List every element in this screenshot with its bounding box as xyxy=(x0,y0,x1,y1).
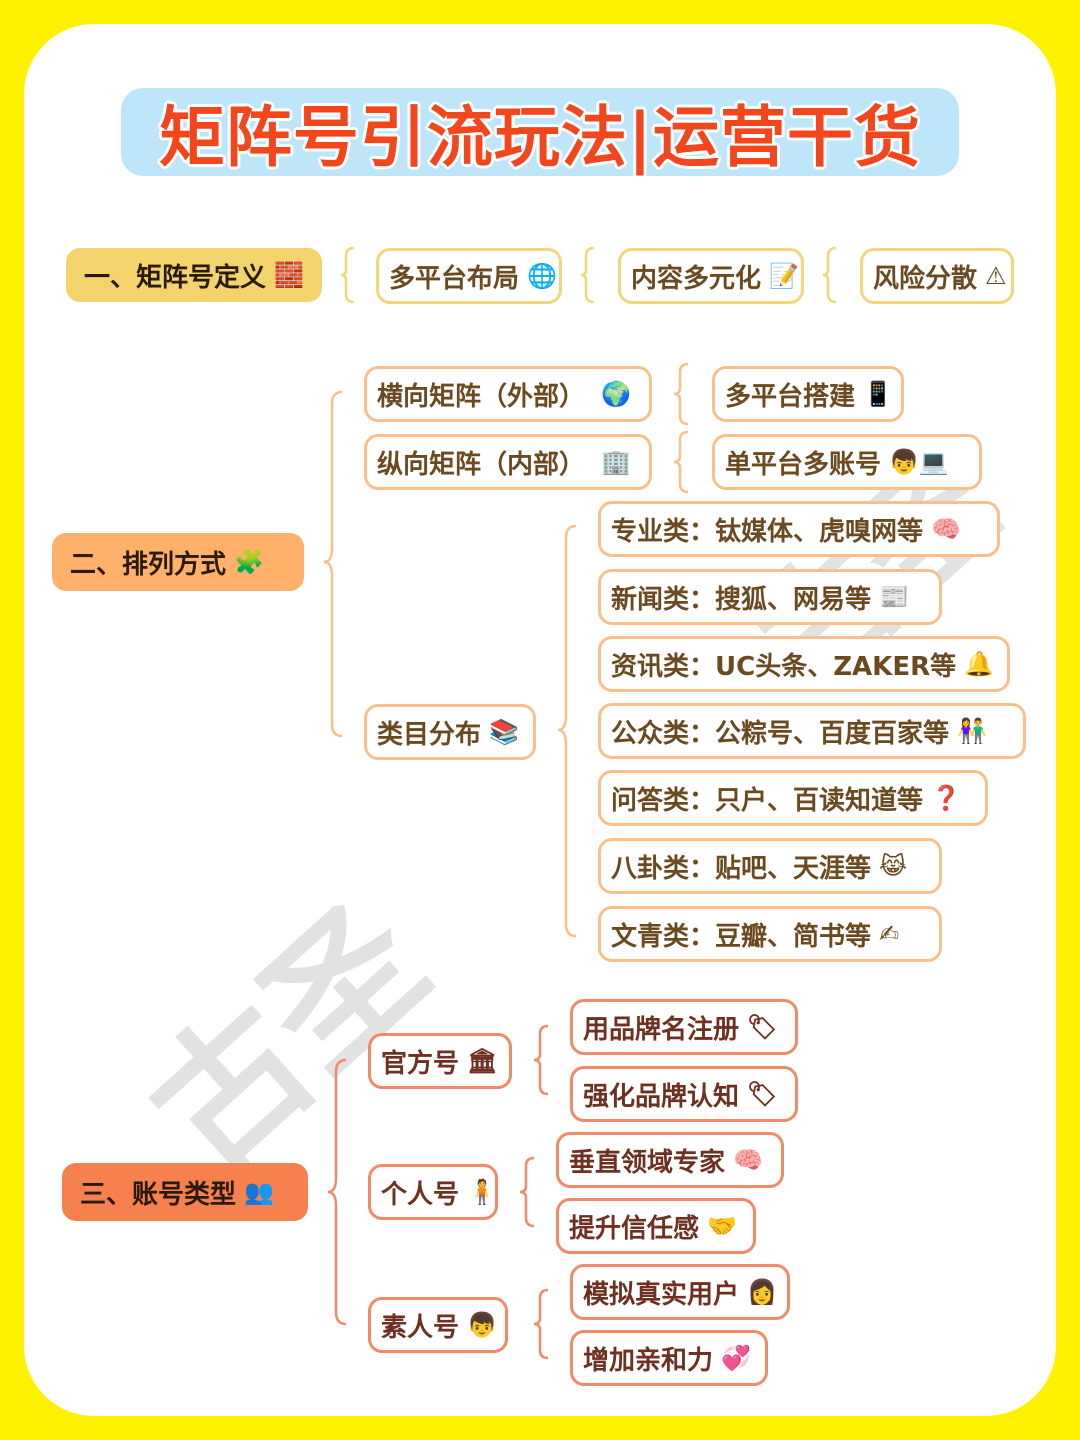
section-arrangement-label: 二、排列方式 xyxy=(70,549,227,580)
branch-vertical-matrix: 纵向矩阵（内部） 🏢 xyxy=(364,434,652,490)
handshake-icon: 🤝 xyxy=(707,1212,737,1240)
standing-person-icon: 🧍 xyxy=(467,1178,497,1206)
category-qa: 问答类：只户、百读知道等 ❓ xyxy=(598,770,988,826)
question-mark-icon: ❓ xyxy=(931,784,961,812)
definition-item-risk-spread: 风险分散 ⚠ xyxy=(860,248,1014,304)
category-label: 专业类：钛媒体、虎嗅网等 xyxy=(611,516,924,547)
classical-building-icon: 🏛 xyxy=(467,1047,498,1075)
two-hearts-icon: 💞 xyxy=(721,1344,751,1372)
section-account-types-label: 三、账号类型 xyxy=(80,1179,237,1210)
branch-label: 类目分布 xyxy=(377,719,482,750)
brace-connector xyxy=(340,246,355,304)
child-single-platform-multi-account: 单平台多账号 👦💻 xyxy=(712,434,982,490)
books-icon: 📚 xyxy=(489,718,519,746)
cat-tears-of-joy-icon: 😹 xyxy=(879,852,908,880)
item-label: 风险分散 xyxy=(873,263,978,294)
brace-connector xyxy=(673,362,689,426)
category-public: 公众类：公粽号、百度百家等 👫 xyxy=(598,703,1026,759)
type-label: 个人号 xyxy=(381,1179,460,1210)
item-label: 内容多元化 xyxy=(631,263,762,294)
category-gossip: 八卦类：贴吧、天涯等 😹 xyxy=(598,838,942,894)
amateur-child-affinity: 增加亲和力 💞 xyxy=(570,1330,768,1386)
child-label: 模拟真实用户 xyxy=(583,1279,740,1310)
category-literary: 文青类：豆瓣、简书等 ✍ xyxy=(598,906,942,962)
people-holding-hands-icon: 👫 xyxy=(957,717,987,745)
writing-hand-icon: ✍ xyxy=(879,920,900,948)
branch-category-distribution: 类目分布 📚 xyxy=(364,704,536,760)
ticket-tag-icon: 🏷 xyxy=(747,1013,778,1041)
brain-icon: 🧠 xyxy=(931,515,961,543)
title-banner: 矩阵号引流玩法|运营干货 xyxy=(121,88,959,176)
bell-icon: 🔔 xyxy=(964,650,994,678)
category-label: 公众类：公粽号、百度百家等 xyxy=(611,718,950,749)
brace-connector xyxy=(822,246,837,304)
globe-icon: 🌐 xyxy=(527,262,557,290)
brace-connector xyxy=(327,1058,347,1326)
child-label: 提升信任感 xyxy=(569,1213,700,1244)
child-label: 垂直领域专家 xyxy=(569,1147,726,1178)
section-arrangement: 二、排列方式 🧩 xyxy=(52,533,304,591)
boy-laptop-icon: 👦💻 xyxy=(889,448,949,476)
brick-icon: 🧱 xyxy=(274,261,304,289)
type-label: 官方号 xyxy=(381,1048,460,1079)
category-label: 文青类：豆瓣、简书等 xyxy=(611,921,872,952)
brace-connector xyxy=(580,246,595,304)
type-label: 素人号 xyxy=(381,1312,460,1343)
office-building-icon: 🏢 xyxy=(601,448,631,476)
brace-connector xyxy=(557,524,577,938)
brace-connector xyxy=(533,1288,549,1360)
newspaper-icon: 📰 xyxy=(879,583,909,611)
busts-icon: 👥 xyxy=(244,1178,274,1206)
personal-child-expert: 垂直领域专家 🧠 xyxy=(556,1132,784,1188)
brace-connector xyxy=(533,1024,549,1096)
category-professional: 专业类：钛媒体、虎嗅网等 🧠 xyxy=(598,501,1000,557)
amateur-child-simulate-user: 模拟真实用户 👩 xyxy=(570,1264,790,1320)
section-definition: 一、矩阵号定义 🧱 xyxy=(66,248,322,302)
child-multi-platform-build: 多平台搭建 📱 xyxy=(712,366,904,422)
brace-connector xyxy=(673,430,689,494)
child-label: 用品牌名注册 xyxy=(583,1014,740,1045)
page-title: 矩阵号引流玩法|运营干货 xyxy=(158,99,922,176)
type-official: 官方号 🏛 xyxy=(368,1033,512,1089)
boy-face-icon: 👦 xyxy=(467,1311,497,1339)
puzzle-icon: 🧩 xyxy=(234,548,264,576)
category-news: 新闻类：搜狐、网易等 📰 xyxy=(598,569,942,625)
category-info: 资讯类：UC头条、ZAKER等 🔔 xyxy=(598,636,1010,692)
child-label: 增加亲和力 xyxy=(583,1345,714,1376)
branch-label: 纵向矩阵（内部） xyxy=(377,449,586,480)
child-label: 强化品牌认知 xyxy=(583,1081,740,1112)
brain-icon: 🧠 xyxy=(733,1146,763,1174)
category-label: 八卦类：贴吧、天涯等 xyxy=(611,853,872,884)
category-label: 新闻类：搜狐、网易等 xyxy=(611,584,872,615)
type-amateur: 素人号 👦 xyxy=(368,1297,508,1353)
brace-connector xyxy=(323,390,343,738)
branch-label: 横向矩阵（外部） xyxy=(377,381,586,412)
label-tag-icon: 🏷 xyxy=(747,1080,778,1108)
warning-icon: ⚠ xyxy=(985,262,1007,290)
definition-item-multi-platform: 多平台布局 🌐 xyxy=(376,248,562,304)
official-child-register: 用品牌名注册 🏷 xyxy=(570,999,798,1055)
official-child-brand-awareness: 强化品牌认知 🏷 xyxy=(570,1066,798,1122)
mobile-phone-icon: 📱 xyxy=(863,380,893,408)
section-account-types: 三、账号类型 👥 xyxy=(62,1163,308,1221)
item-label: 多平台布局 xyxy=(389,263,520,294)
child-label: 多平台搭建 xyxy=(725,381,856,412)
category-label: 资讯类：UC头条、ZAKER等 xyxy=(611,651,957,682)
memo-icon: 📝 xyxy=(769,262,799,290)
brace-connector xyxy=(519,1156,535,1228)
type-personal: 个人号 🧍 xyxy=(368,1164,498,1220)
definition-item-content-diversity: 内容多元化 📝 xyxy=(618,248,804,304)
category-label: 问答类：只户、百读知道等 xyxy=(611,785,924,816)
earth-icon: 🌍 xyxy=(601,380,631,408)
child-label: 单平台多账号 xyxy=(725,449,882,480)
woman-icon: 👩 xyxy=(747,1278,777,1306)
branch-horizontal-matrix: 横向矩阵（外部） 🌍 xyxy=(364,366,652,422)
section-definition-label: 一、矩阵号定义 xyxy=(84,262,267,293)
personal-child-trust: 提升信任感 🤝 xyxy=(556,1198,756,1254)
